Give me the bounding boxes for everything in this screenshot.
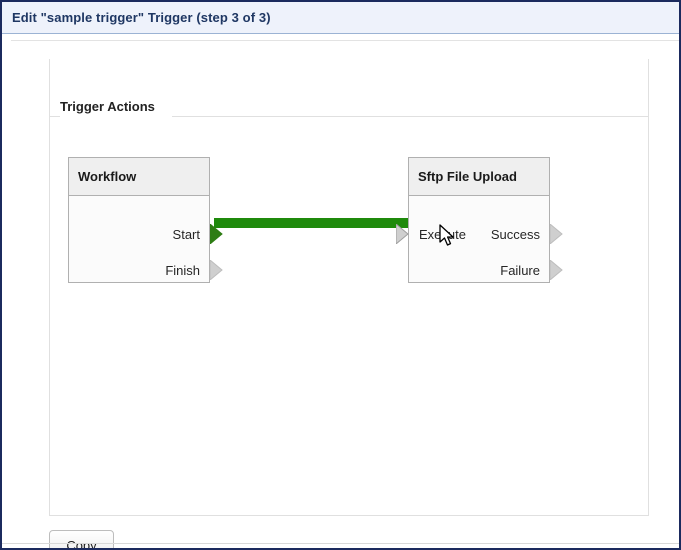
port-sftp-success-arrow[interactable] <box>550 224 563 244</box>
node-workflow-header: Workflow <box>69 158 209 196</box>
node-sftp-file-upload-header: Sftp File Upload <box>409 158 549 196</box>
port-sftp-success[interactable]: Success <box>491 223 549 245</box>
port-workflow-start[interactable]: Start <box>173 223 209 245</box>
port-workflow-start-label: Start <box>172 226 200 242</box>
port-workflow-start-arrow[interactable] <box>210 224 223 244</box>
bottom-divider <box>2 543 679 544</box>
top-divider <box>11 40 679 41</box>
port-sftp-failure[interactable]: Failure <box>500 259 549 281</box>
node-sftp-file-upload-body: Execute Success <box>396 196 563 282</box>
port-sftp-execute-arrow[interactable] <box>396 224 409 244</box>
panel-border-left-segment <box>49 116 60 117</box>
connector-start-to-execute[interactable] <box>214 211 424 235</box>
page-title: Edit "sample trigger" Trigger (step 3 of… <box>12 10 271 25</box>
port-workflow-finish-arrow[interactable] <box>210 260 223 280</box>
port-sftp-execute[interactable]: Execute <box>409 223 466 245</box>
window-titlebar: Edit "sample trigger" Trigger (step 3 of… <box>2 2 679 34</box>
port-sftp-failure-label: Failure <box>500 262 540 278</box>
port-sftp-success-label: Success <box>490 226 540 242</box>
node-sftp-file-upload[interactable]: Sftp File Upload Execute Success <box>396 157 563 283</box>
port-sftp-failure-arrow[interactable] <box>550 260 563 280</box>
node-sftp-file-upload-title: Sftp File Upload <box>418 169 517 184</box>
port-sftp-execute-label: Execute <box>419 226 466 242</box>
trigger-actions-legend: Trigger Actions <box>60 99 161 114</box>
node-workflow[interactable]: Workflow Start Finish <box>68 157 223 283</box>
port-workflow-finish-label: Finish <box>165 262 200 278</box>
copy-button[interactable]: Copy <box>49 530 114 548</box>
window-body: Trigger Actions Workflow Start <box>2 35 679 548</box>
workflow-canvas[interactable]: Workflow Start Finish <box>49 116 649 516</box>
panel-border-right-segment <box>172 116 649 117</box>
trigger-actions-panel <box>49 59 649 516</box>
port-workflow-finish[interactable]: Finish <box>165 259 209 281</box>
node-workflow-body: Start Finish <box>69 196 223 282</box>
node-workflow-title: Workflow <box>78 169 137 184</box>
